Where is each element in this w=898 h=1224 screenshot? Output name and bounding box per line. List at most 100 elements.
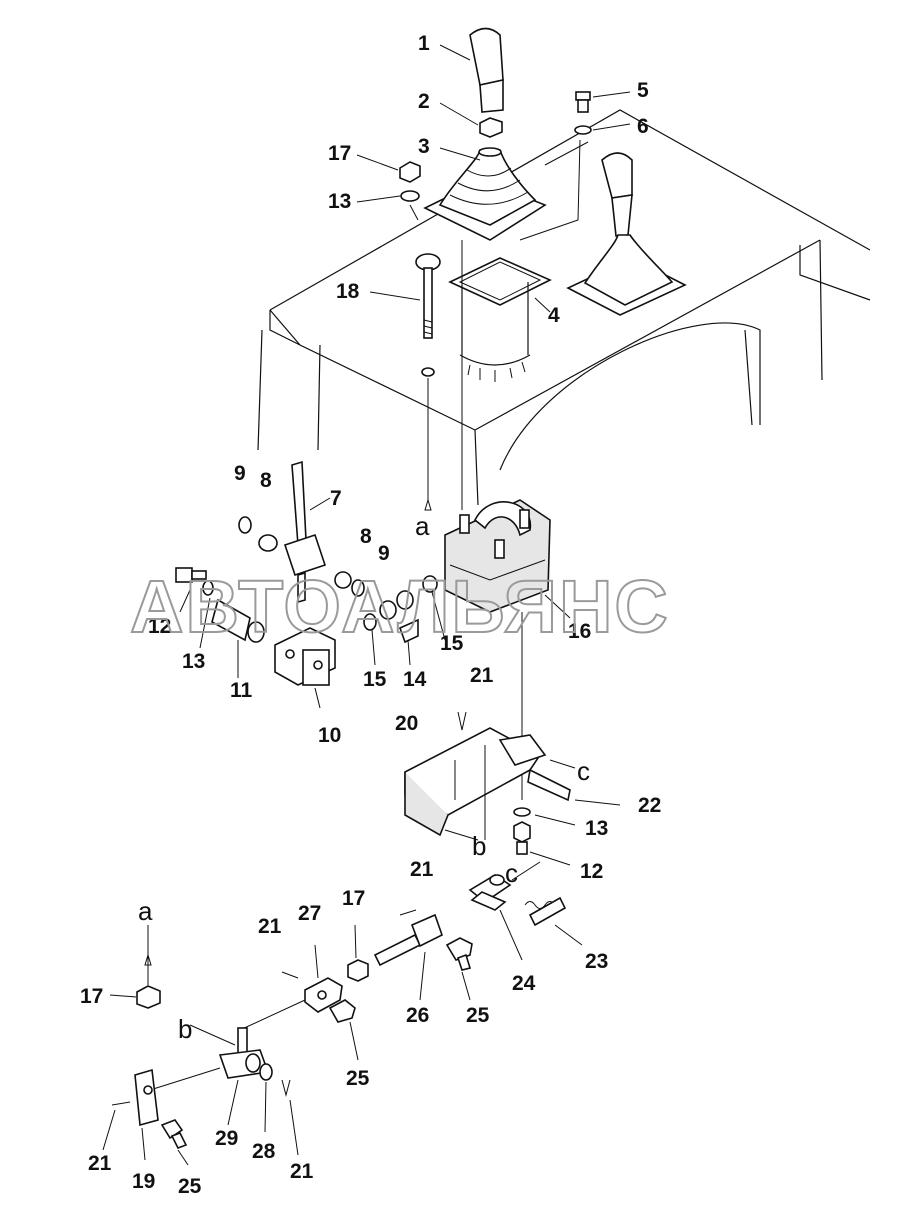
part-11-pin [211, 598, 265, 643]
part-19-clevis [134, 1068, 159, 1127]
callout-24: 24 [512, 972, 536, 995]
callout-12: 12 [580, 860, 603, 883]
part-27-yoke [304, 977, 343, 1013]
callout-25: 25 [466, 1004, 490, 1027]
ref-c-top: c [577, 756, 590, 786]
callout-14: 14 [403, 668, 427, 691]
callout-28: 28 [252, 1140, 276, 1163]
reference-letters: a a b b c c [138, 511, 590, 1044]
part-15-washer-b [379, 600, 397, 620]
part-12-bolt-left [175, 567, 207, 583]
part-8-bushing-b [334, 571, 352, 589]
part-1-lever-knob [469, 27, 504, 113]
part-17-nut-bottom [136, 985, 161, 1009]
callout-17: 17 [342, 887, 365, 910]
part-9-washer-b [351, 579, 365, 597]
callout-6: 6 [637, 115, 649, 138]
callout-19: 19 [132, 1170, 155, 1193]
callout-13: 13 [328, 190, 351, 213]
callout-3: 3 [418, 135, 430, 158]
part-25-bolt-b [328, 999, 356, 1023]
callout-25: 25 [178, 1175, 202, 1198]
callout-21: 21 [88, 1152, 112, 1175]
ref-a-top: a [415, 511, 430, 541]
part-13-washer-left [202, 580, 214, 596]
part-21-cotter-c [281, 971, 299, 979]
part-25-bolt-c [160, 1119, 188, 1150]
callout-15: 15 [363, 668, 387, 691]
callout-11: 11 [230, 679, 253, 702]
part-15-washer-a [363, 613, 377, 631]
part-21-cotter-d [281, 1079, 291, 1097]
callout-13: 13 [182, 650, 205, 673]
part-26-rod-end [373, 913, 443, 967]
part-21-cotter-b [399, 909, 417, 916]
callout-26: 26 [406, 1004, 429, 1027]
callout-15: 15 [440, 632, 464, 655]
callout-2: 2 [418, 90, 430, 113]
ref-c-bottom: c [505, 858, 518, 888]
callout-20: 20 [395, 712, 418, 735]
callout-1: 1 [418, 32, 430, 55]
callout-21: 21 [410, 858, 434, 881]
o-ring [421, 367, 435, 377]
part-24-clevis [468, 874, 512, 911]
part-28-washer [259, 1063, 273, 1081]
assembled-lever [566, 152, 687, 316]
part-22-pin [527, 768, 571, 802]
callout-10: 10 [318, 724, 341, 747]
part-21-cotter-a [457, 711, 467, 731]
callout-21: 21 [470, 664, 494, 687]
callout-17: 17 [328, 142, 351, 165]
part-21-cotter-e [111, 1101, 131, 1106]
part-17-nut-mid [347, 959, 369, 982]
part-12-bolt-mid [513, 821, 531, 855]
callout-25: 25 [346, 1067, 370, 1090]
part-13-washer-top [400, 190, 420, 202]
callout-7: 7 [330, 487, 342, 510]
callout-29: 29 [215, 1127, 238, 1150]
callout-18: 18 [336, 280, 360, 303]
part-3-rubber-boot [423, 147, 547, 241]
callout-17: 17 [80, 985, 103, 1008]
callout-9: 9 [234, 462, 246, 485]
ref-b-bottom: b [178, 1014, 192, 1044]
part-15-washer-c [396, 590, 414, 610]
part-13-washer-mid [513, 807, 531, 817]
part-16-lever-housing [444, 499, 551, 613]
part-9-washer-a [238, 516, 252, 534]
part-23-spring [524, 896, 567, 927]
callout-23: 23 [585, 950, 608, 973]
part-4-cover-plate [448, 257, 552, 382]
part-5-bolt [575, 91, 591, 113]
callout-8: 8 [360, 525, 372, 548]
part-17-nut-top [399, 161, 421, 183]
callout-4: 4 [548, 304, 560, 327]
ref-b-top: b [472, 831, 486, 861]
callout-27: 27 [298, 902, 321, 925]
part-6-washer [574, 125, 592, 135]
callout-22: 22 [638, 794, 661, 817]
part-25-bolt-a [445, 937, 473, 971]
watermark-text: АВТОАЛЬЯНС [130, 565, 670, 648]
part-14-key [398, 618, 419, 644]
callout-13: 13 [585, 817, 608, 840]
leader-lines [102, 44, 631, 1166]
callout-21: 21 [290, 1160, 314, 1183]
callout-8: 8 [260, 469, 272, 492]
ref-a-bottom: a [138, 896, 153, 926]
callout-12: 12 [148, 615, 171, 638]
callout-21: 21 [258, 915, 282, 938]
part-15-washer-d [422, 575, 438, 593]
part-18-rod [415, 253, 441, 339]
part-10-bracket [274, 627, 336, 686]
callout-5: 5 [637, 79, 649, 102]
part-7-shift-lever [283, 460, 327, 604]
callout-labels: 1 2 3 5 6 17 13 18 4 9 8 7 8 9 12 13 11 … [80, 32, 661, 1198]
callout-9: 9 [378, 542, 390, 565]
part-2-nut [479, 117, 503, 138]
part-8-bushing-a [258, 534, 278, 552]
callout-16: 16 [568, 620, 591, 643]
console-housing [257, 109, 871, 506]
